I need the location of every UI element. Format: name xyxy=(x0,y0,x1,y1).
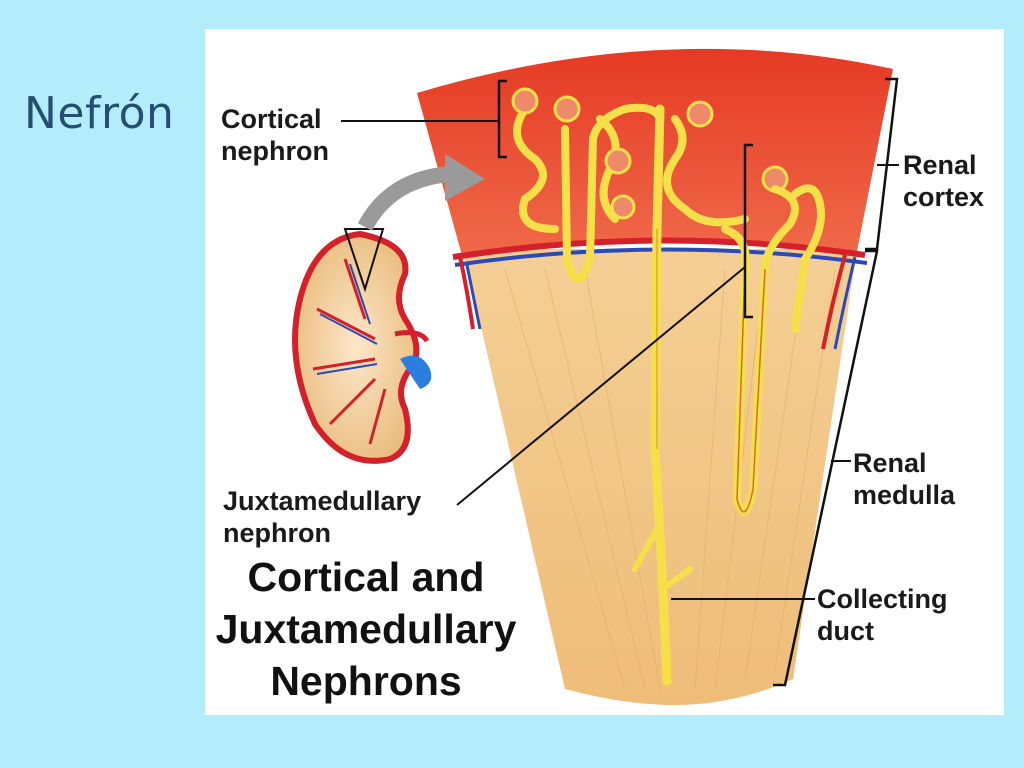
label-cortical-nephron-line-2: nephron xyxy=(221,136,329,166)
label-collecting-duct-line-2: duct xyxy=(817,616,874,646)
label-renal-medulla-line-2: medulla xyxy=(853,480,956,510)
nephron-illustration xyxy=(292,48,899,705)
figure-caption-line-1: Cortical and xyxy=(247,554,485,600)
figure-caption: Cortical and Juxtamedullary Nephrons xyxy=(205,551,531,707)
label-cortical-nephron-line-1: Cortical xyxy=(221,104,322,134)
label-collecting-duct-line-1: Collecting xyxy=(817,584,948,614)
label-renal-medulla-line-1: Renal xyxy=(853,448,927,478)
label-collecting-duct: Collecting duct xyxy=(817,583,948,647)
slide-title: Nefrón xyxy=(24,88,175,139)
label-cortical-nephron: Cortical nephron xyxy=(221,103,329,167)
figure-caption-line-3: Nephrons xyxy=(270,658,462,704)
label-renal-cortex-line-1: Renal xyxy=(903,150,977,180)
label-juxtamedullary-nephron: Juxtamedullary nephron xyxy=(223,485,421,549)
zoom-arrow xyxy=(357,166,451,231)
nephron-figure: Cortical nephron Renal cortex Renal medu… xyxy=(205,29,1004,715)
figure-caption-line-2: Juxtamedullary xyxy=(215,606,517,652)
glomeruli xyxy=(511,87,789,220)
label-renal-medulla: Renal medulla xyxy=(853,447,955,511)
label-juxtamedullary-nephron-line-2: nephron xyxy=(223,518,331,548)
leader-lines xyxy=(341,120,899,600)
label-renal-cortex: Renal cortex xyxy=(903,149,984,213)
kidney-overview xyxy=(292,228,432,464)
label-juxtamedullary-nephron-line-1: Juxtamedullary xyxy=(223,486,422,516)
label-renal-cortex-line-2: cortex xyxy=(903,182,985,212)
collecting-duct xyxy=(650,104,672,686)
